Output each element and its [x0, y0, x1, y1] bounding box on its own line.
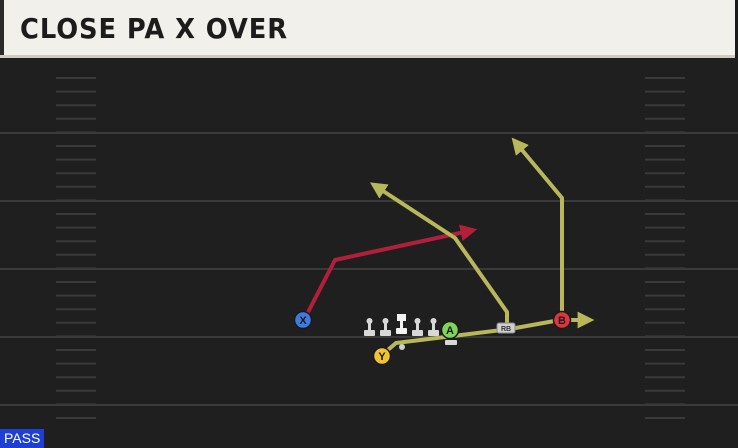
- quarterback-icon: [445, 340, 457, 345]
- rb-marker: RB: [496, 322, 516, 334]
- player-y[interactable]: Y: [372, 346, 392, 366]
- lineman-icon: [412, 318, 423, 336]
- player-x-label: X: [299, 315, 307, 327]
- hash-marks: [56, 77, 685, 419]
- lineman-icon: [380, 318, 391, 336]
- player-x[interactable]: X: [293, 310, 313, 330]
- rb-route: [369, 182, 509, 328]
- rb-label: RB: [501, 326, 511, 333]
- player-y-label: Y: [378, 351, 386, 363]
- lineman-icon: [428, 318, 439, 336]
- y-stem-dot: [399, 344, 405, 350]
- x-route: [303, 224, 478, 320]
- b-route: [511, 137, 564, 317]
- title-bar: CLOSE PA X OVER: [0, 0, 735, 58]
- play-title: CLOSE PA X OVER: [20, 12, 289, 45]
- player-b[interactable]: B: [552, 310, 572, 330]
- offensive-line: [364, 314, 457, 350]
- center-icon: [396, 314, 407, 334]
- player-b-label: B: [558, 315, 566, 327]
- player-a-label: A: [446, 325, 454, 337]
- player-a[interactable]: A: [440, 320, 460, 340]
- pass-badge: PASS: [0, 429, 45, 448]
- yard-lines: [0, 132, 738, 406]
- lineman-icon: [364, 318, 375, 336]
